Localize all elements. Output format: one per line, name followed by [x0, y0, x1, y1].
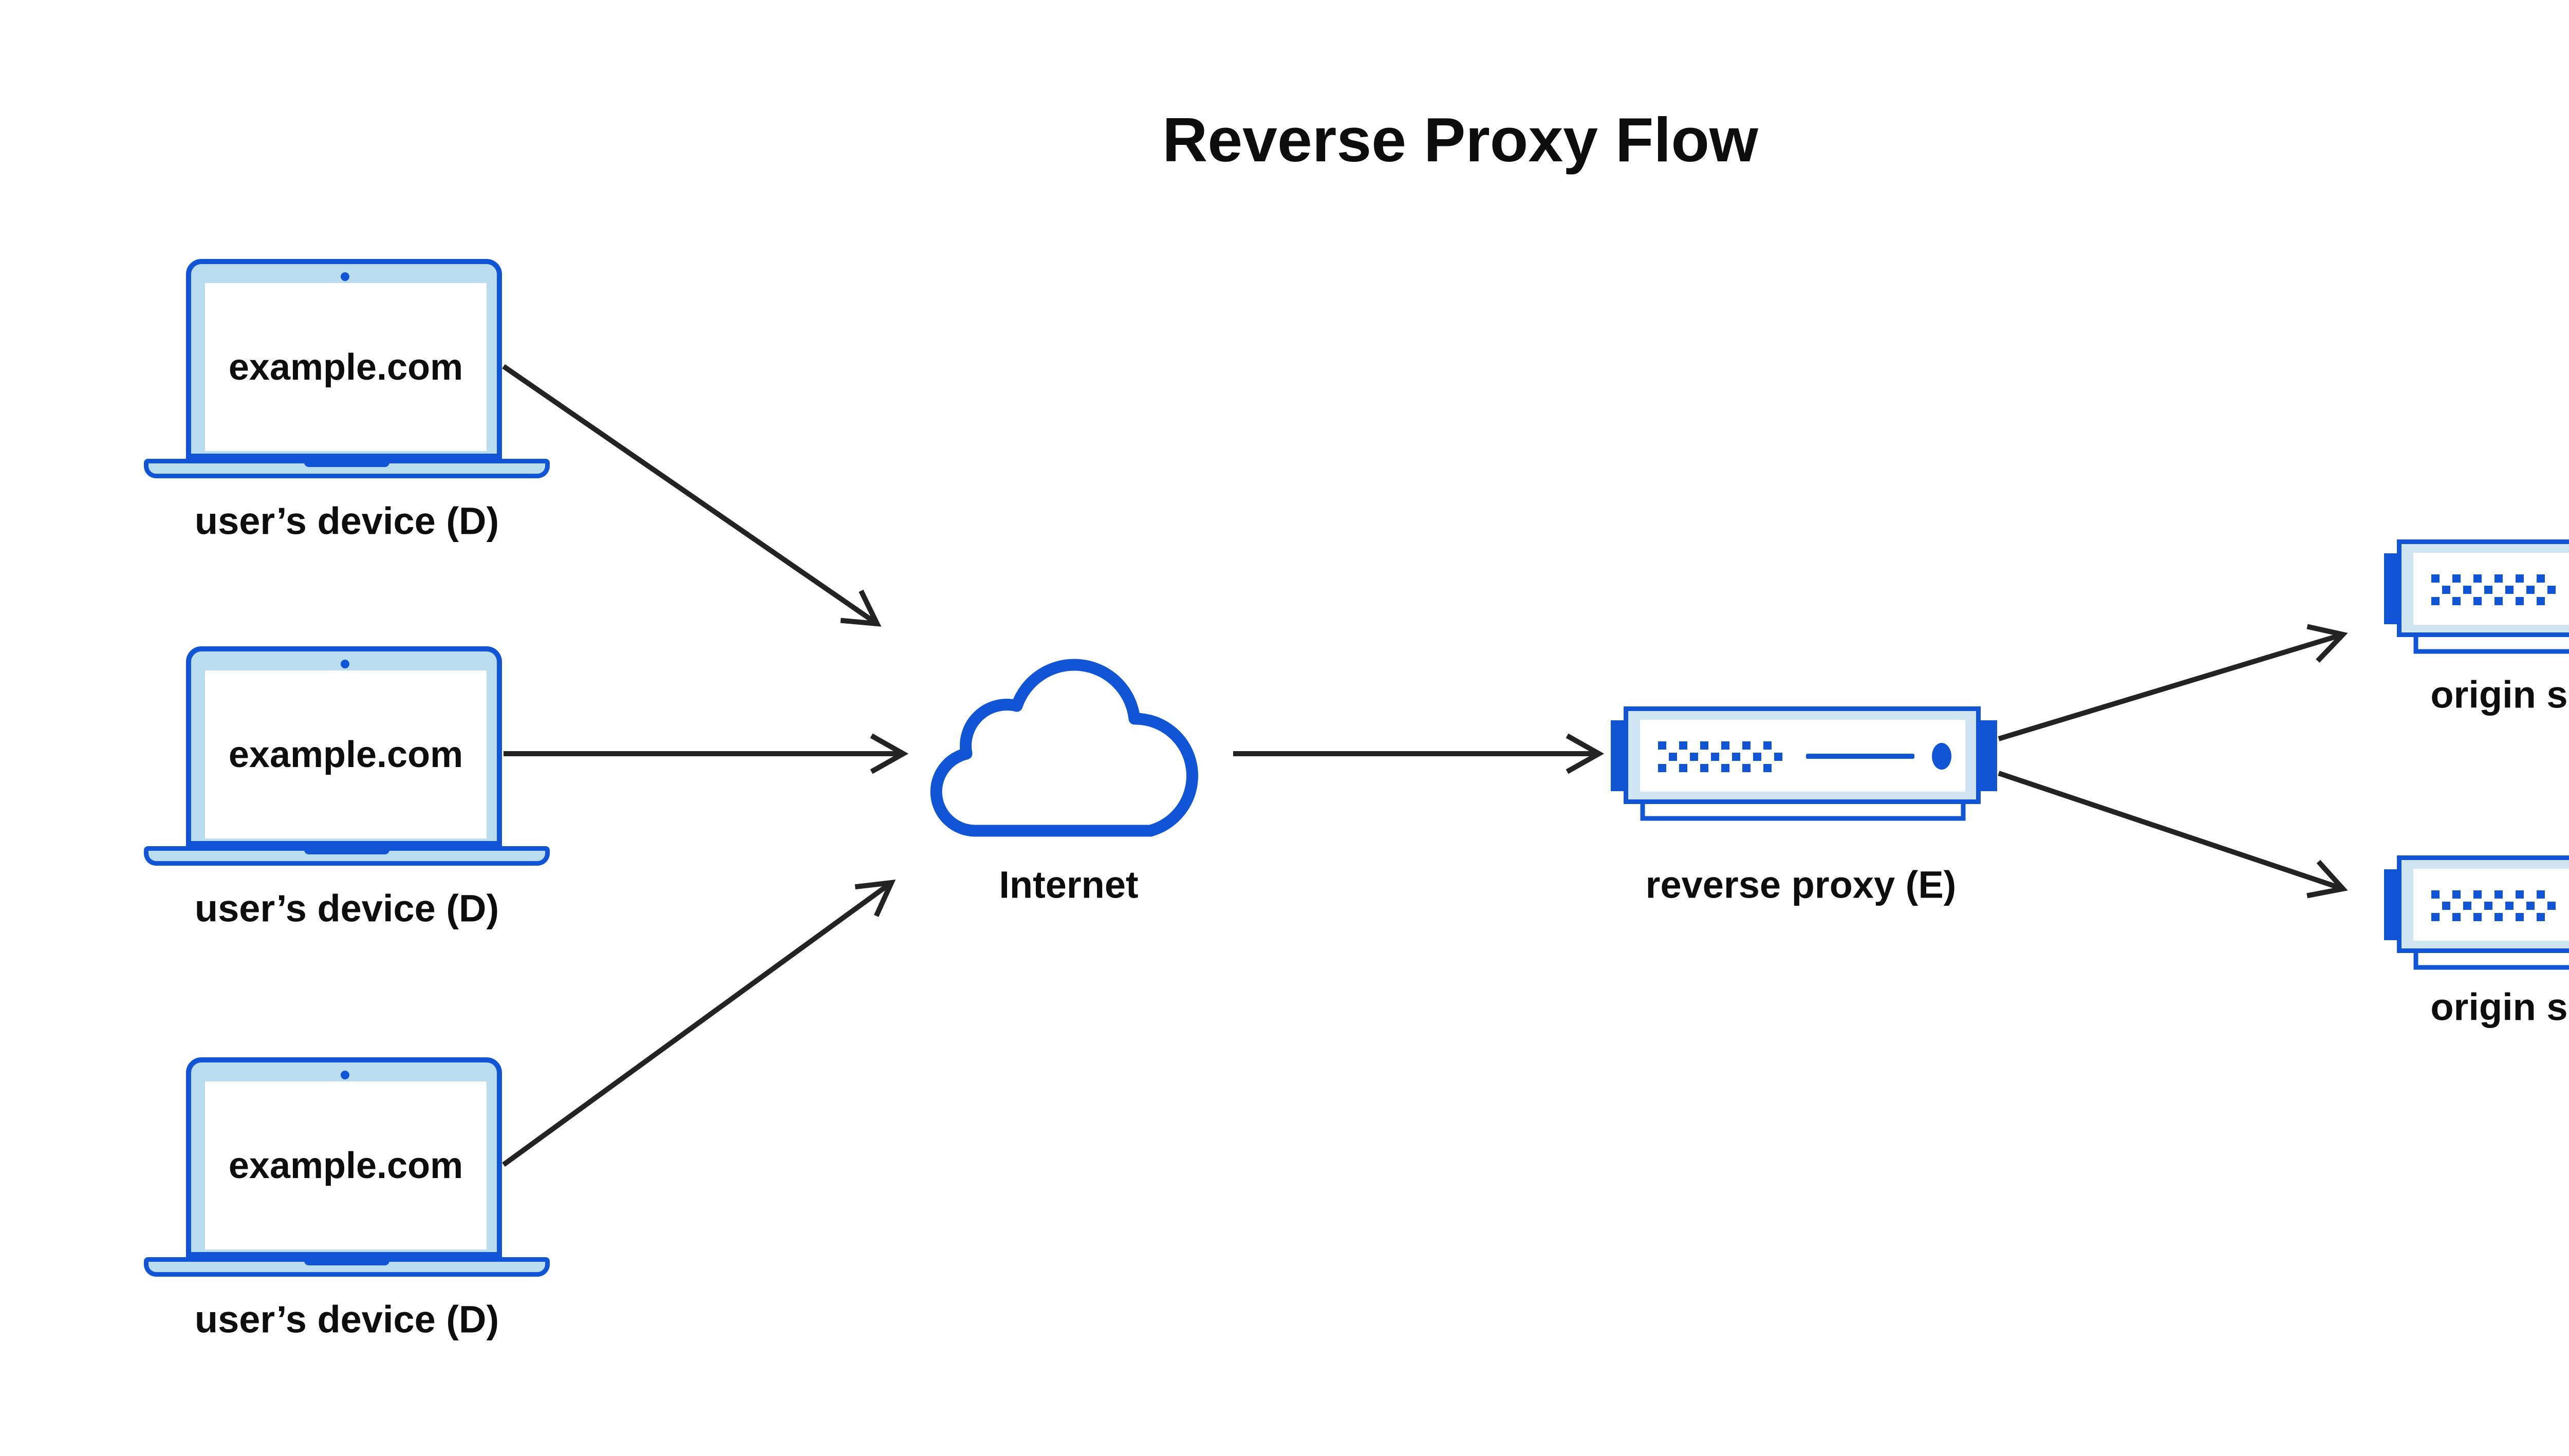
- origin-label: origin server (F): [2430, 673, 2569, 716]
- internet-label: Internet: [999, 863, 1139, 906]
- laptop-screen-content: example.com: [205, 670, 487, 838]
- laptop-base-notch: [304, 846, 389, 854]
- laptop-base-notch: [304, 459, 389, 467]
- origin-server-icon: [2384, 539, 2569, 656]
- laptop-camera-dot: [341, 272, 349, 281]
- laptop-camera-dot: [341, 660, 349, 668]
- origin-label: origin server (F): [2430, 985, 2569, 1029]
- device-label: user’s device (D): [194, 499, 499, 543]
- diagram-title: Reverse Proxy Flow: [1162, 105, 1758, 175]
- internet-cloud-icon: [930, 659, 1198, 837]
- device-screen-url: example.com: [228, 346, 463, 388]
- proxy-label: reverse proxy (E): [1645, 863, 1957, 906]
- laptop-screen: example.com: [186, 259, 502, 459]
- laptop-screen: example.com: [186, 646, 502, 846]
- device-label: user’s device (D): [194, 887, 499, 930]
- device-screen-url: example.com: [228, 734, 463, 775]
- reverse-proxy-server-icon: [1611, 706, 2001, 823]
- laptop-screen: example.com: [186, 1057, 502, 1257]
- device-screen-url: example.com: [228, 1145, 463, 1186]
- laptop-screen-content: example.com: [205, 1081, 487, 1249]
- user-device-laptop-icon: example.com: [144, 259, 550, 478]
- laptop-camera-dot: [341, 1071, 349, 1079]
- arrow-proxy-to-origin2: [1998, 771, 2348, 899]
- arrow-device3-to-internet: [502, 880, 896, 1167]
- user-device-laptop-icon: example.com: [144, 646, 550, 866]
- laptop-screen-content: example.com: [205, 283, 487, 451]
- user-device-laptop-icon: example.com: [144, 1057, 550, 1277]
- device-label: user’s device (D): [194, 1298, 499, 1341]
- origin-server-icon: [2384, 855, 2569, 972]
- laptop-base-notch: [304, 1257, 389, 1265]
- arrow-proxy-to-origin1: [1998, 624, 2348, 741]
- arrow-device1-to-internet: [502, 364, 882, 627]
